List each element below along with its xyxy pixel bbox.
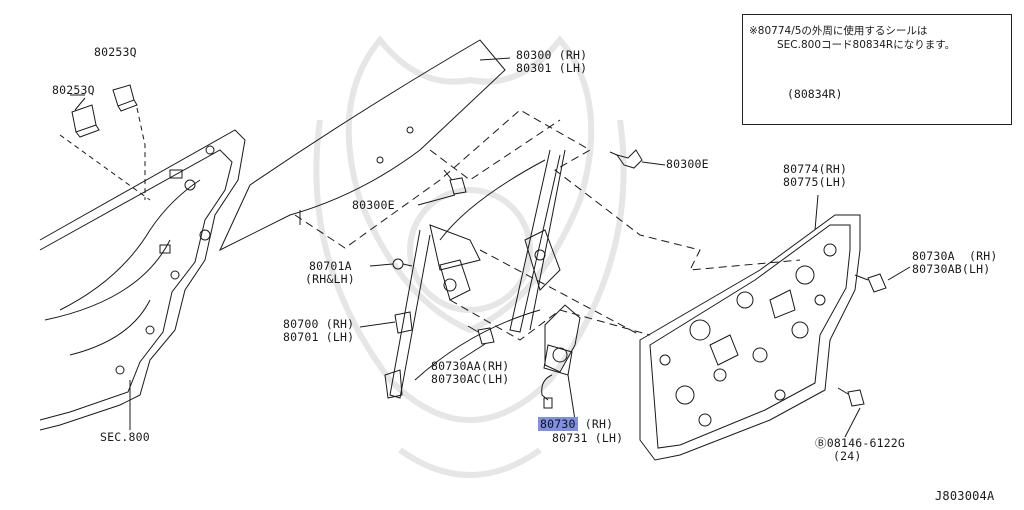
label-clip-left[interactable]: 80253Q	[52, 83, 95, 97]
motor-rh-side: (RH)	[577, 417, 614, 431]
label-motor-lh[interactable]: 80731 (LH)	[552, 431, 624, 445]
label-glass-lh[interactable]: 80301 (LH)	[516, 61, 588, 75]
label-motor-rh[interactable]: 80730 (RH)	[538, 417, 614, 431]
diagram-code: J803004A	[935, 489, 995, 503]
label-bolt-08146[interactable]: Ⓑ08146-6122G	[815, 436, 906, 450]
motor-rh-part-number[interactable]: 80730	[538, 417, 578, 431]
bolt-80300e-right	[609, 149, 643, 169]
window-regulator	[384, 149, 566, 399]
label-screw-80701a[interactable]: 80701A	[309, 259, 352, 273]
door-module-panel	[639, 214, 861, 461]
label-panel-rh[interactable]: 80774(RH)	[783, 162, 848, 176]
note-line-1: ※80774/5の外周に使用するシールは	[749, 25, 928, 37]
label-bolt-80300e-left[interactable]: 80300E	[352, 198, 395, 212]
assembly-guide-lines	[294, 109, 801, 341]
label-bolt-80730a-rh[interactable]: 80730A (RH)	[912, 249, 998, 263]
watermark-logo	[313, 35, 627, 478]
bolt-80730a	[854, 273, 887, 293]
label-screw-80701a-sub: (RH&LH)	[305, 272, 355, 286]
seal-note-box: ※80774/5の外周に使用するシールは SEC.800コード80834Rになり…	[742, 14, 1012, 125]
label-regulator-lh[interactable]: 80701 (LH)	[283, 330, 355, 344]
label-bolt-08146-qty: (24)	[833, 449, 862, 463]
label-glass-rh[interactable]: 80300 (RH)	[516, 48, 588, 62]
clip-80253q-top	[112, 84, 138, 112]
label-clip-top[interactable]: 80253Q	[94, 45, 137, 59]
label-bolt-80300e-right[interactable]: 80300E	[666, 157, 709, 171]
label-bolt-80730ab-lh[interactable]: 80730AB(LH)	[912, 262, 991, 276]
door-glass	[218, 39, 506, 252]
bolt-08146	[837, 387, 865, 407]
window-motor	[541, 304, 581, 409]
label-sec-800[interactable]: SEC.800	[100, 430, 150, 444]
bolt-80300e-left	[443, 169, 467, 195]
seal-part-label: (80834R)	[787, 87, 843, 101]
label-regulator-rh[interactable]: 80700 (RH)	[283, 317, 355, 331]
label-bolt-80730ac[interactable]: 80730AC(LH)	[431, 372, 510, 386]
label-panel-lh[interactable]: 80775(LH)	[783, 175, 848, 189]
note-line-2: SEC.800コード80834Rになります。	[777, 39, 956, 51]
label-bolt-80730aa[interactable]: 80730AA(RH)	[431, 359, 510, 373]
clip-80253q-left	[71, 104, 100, 138]
door-inner-panel	[39, 129, 246, 431]
bolt-80730aa	[467, 325, 495, 345]
